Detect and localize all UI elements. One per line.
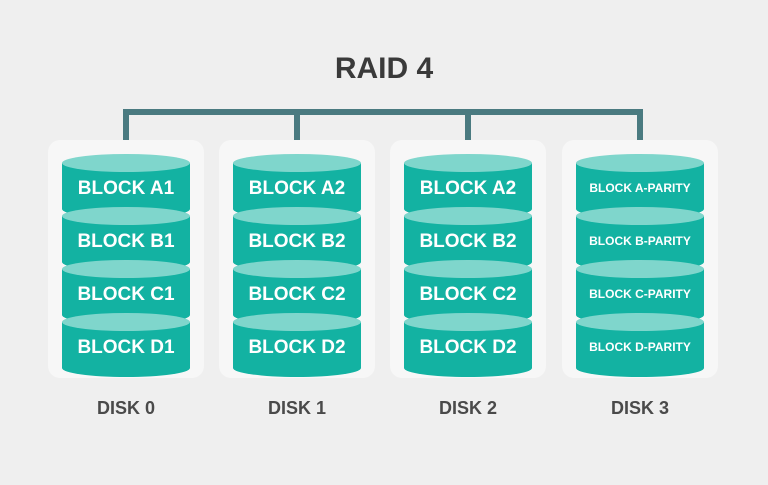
block-top: [62, 260, 190, 278]
block-2-1: BLOCK B2: [404, 207, 532, 271]
block-body: [576, 216, 704, 271]
disk-2: BLOCK A2 BLOCK B2 BLOCK C2 BLOCK D2 DISK 2: [390, 140, 546, 418]
block-label: BLOCK D2: [419, 337, 516, 358]
block-label: BLOCK D1: [77, 337, 175, 358]
block-label: BLOCK A2: [420, 178, 516, 199]
block-label: BLOCK B-PARITY: [589, 234, 691, 248]
block-body: [233, 269, 361, 324]
disk-label: DISK 2: [439, 398, 497, 418]
disk-label: DISK 3: [611, 398, 669, 418]
block-body: [576, 269, 704, 324]
block-body: [404, 269, 532, 324]
block-1-1: BLOCK B2: [233, 207, 361, 271]
block-body: [62, 269, 190, 324]
block-label: BLOCK C-PARITY: [589, 287, 691, 301]
block-label: BLOCK B2: [248, 231, 345, 252]
block-3-2: BLOCK C-PARITY: [576, 260, 704, 324]
block-top: [404, 154, 532, 172]
block-label: BLOCK A2: [249, 178, 345, 199]
disk-3: BLOCK A-PARITY BLOCK B-PARITY BLOCK C-PARI…: [562, 140, 718, 418]
disk-0: BLOCK A1 BLOCK B1 BLOCK C1 BLOCK D1 DISK 0: [48, 140, 204, 418]
block-label: BLOCK A1: [78, 178, 175, 199]
block-3-0: BLOCK A-PARITY: [576, 154, 704, 218]
block-label: BLOCK D2: [248, 337, 345, 358]
disk-label: DISK 0: [97, 398, 155, 418]
block-top: [233, 313, 361, 331]
block-body: [404, 322, 532, 377]
block-label: BLOCK C2: [248, 284, 345, 305]
block-body: [62, 163, 190, 218]
block-top: [576, 154, 704, 172]
block-1-0: BLOCK A2: [233, 154, 361, 218]
block-top: [404, 207, 532, 225]
block-top: [62, 154, 190, 172]
block-top: [233, 207, 361, 225]
block-top: [576, 260, 704, 278]
block-label: BLOCK C1: [77, 284, 175, 305]
block-label: BLOCK D-PARITY: [589, 340, 691, 354]
block-label: BLOCK B1: [77, 231, 175, 252]
block-body: [576, 163, 704, 218]
block-top: [233, 260, 361, 278]
block-label: BLOCK A-PARITY: [589, 181, 690, 195]
block-body: [404, 216, 532, 271]
block-top: [233, 154, 361, 172]
block-body: [62, 216, 190, 271]
block-0-3: BLOCK D1: [62, 313, 190, 377]
block-label: BLOCK B2: [419, 231, 516, 252]
block-top: [62, 313, 190, 331]
block-1-2: BLOCK C2: [233, 260, 361, 324]
block-3-1: BLOCK B-PARITY: [576, 207, 704, 271]
block-top: [576, 207, 704, 225]
block-top: [404, 260, 532, 278]
block-top: [404, 313, 532, 331]
block-1-3: BLOCK D2: [233, 313, 361, 377]
block-body: [576, 322, 704, 377]
block-0-1: BLOCK B1: [62, 207, 190, 271]
block-top: [576, 313, 704, 331]
block-body: [233, 163, 361, 218]
block-0-2: BLOCK C1: [62, 260, 190, 324]
block-3-3: BLOCK D-PARITY: [576, 313, 704, 377]
block-0-0: BLOCK A1: [62, 154, 190, 218]
diagram-title: RAID 4: [335, 52, 434, 85]
block-body: [233, 322, 361, 377]
block-2-0: BLOCK A2: [404, 154, 532, 218]
block-label: BLOCK C2: [419, 284, 516, 305]
block-top: [62, 207, 190, 225]
bus-connector: [123, 109, 643, 158]
block-2-3: BLOCK D2: [404, 313, 532, 377]
disk-label: DISK 1: [268, 398, 326, 418]
block-body: [62, 322, 190, 377]
disk-1: BLOCK A2 BLOCK B2 BLOCK C2 BLOCK D2 DISK 1: [219, 140, 375, 418]
block-body: [233, 216, 361, 271]
block-body: [404, 163, 532, 218]
block-2-2: BLOCK C2: [404, 260, 532, 324]
